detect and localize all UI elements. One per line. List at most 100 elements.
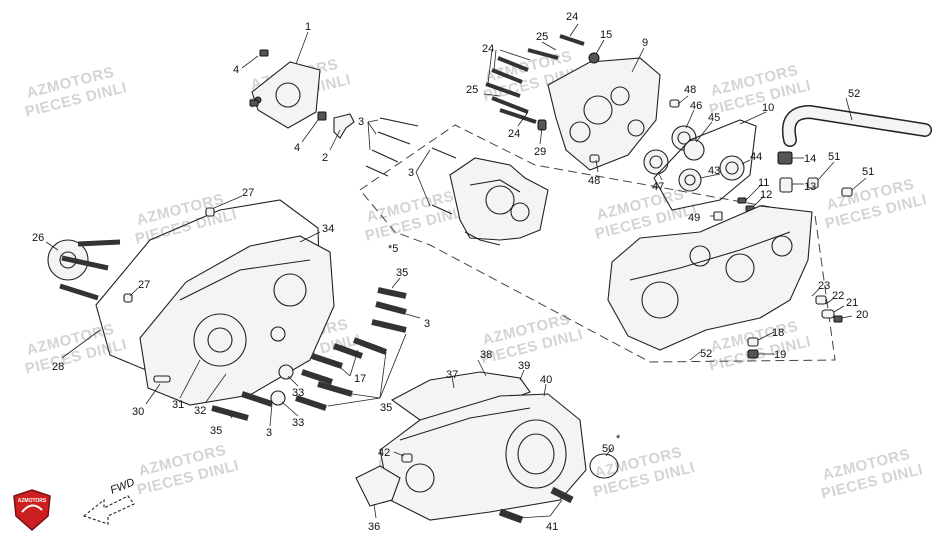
leader-lines [45,23,867,519]
part-41-bolts [498,486,574,524]
part-3-bolt-set [365,117,457,215]
callout-32: 32 [194,405,206,417]
part-50-o-ring [589,453,619,479]
callout-49: 49 [688,212,700,224]
part-14-fitting [777,151,793,165]
callout-33: 33 [292,387,304,399]
part-2-bracket [333,113,355,139]
part-33-bushings [270,326,294,406]
part-30-pin [153,375,171,383]
callout-24: 24 [566,11,578,23]
part-39-40-cvt-cover [379,393,587,521]
part-47-bearing [643,149,669,175]
callout-41: 41 [546,521,558,533]
callout-3: 3 [424,318,430,330]
callout-9: 9 [642,37,648,49]
part-36-air-duct [355,465,401,507]
watermark: AZMOTORS PIECES DINLI [23,321,128,378]
callout-15: 15 [600,29,612,41]
part-44-seal [719,155,745,181]
azmotors-logo: AZMOTORS [13,489,51,531]
part-51-fittings [807,177,853,197]
crankcase-right-half [607,205,813,351]
callout-46: 46 [690,100,702,112]
callout-1: 1 [305,21,311,33]
svg-text:FWD: FWD [109,476,137,497]
callout-33: 33 [292,417,304,429]
callout-14: 14 [804,153,816,165]
callout-25: 25 [466,84,478,96]
part-42-clip [401,453,413,463]
callout-48: 48 [588,175,600,187]
part-49-pin [713,211,723,221]
callout-35: 35 [380,402,392,414]
callout-38: 38 [480,349,492,361]
callout-50-star: * [616,433,621,445]
callout-4: 4 [294,142,300,154]
callout-48: 48 [684,84,696,96]
part-4-screws [249,49,327,121]
callout-25: 25 [536,31,548,43]
callout-42: 42 [378,447,390,459]
callout-3: 3 [358,116,364,128]
callout-3: 3 [266,427,272,439]
watermark: AZMOTORS PIECES DINLI [363,188,468,245]
callout-18: 18 [772,327,784,339]
part-9-crankcase-cover [547,57,661,171]
callout-13: 13 [804,181,816,193]
callout-43: 43 [708,165,720,177]
part-13-plug [779,177,793,193]
part-43-gear [678,168,702,192]
part-26-bolts [59,239,121,301]
part-1-cover-plate [251,61,321,129]
callout-35: 35 [210,425,222,437]
callout-10: 10 [762,102,774,114]
callout-34: 34 [322,223,334,235]
callout-11: 11 [758,177,769,189]
watermark: AZMOTORS PIECES DINLI [819,446,924,503]
part-48-dowels [589,99,680,163]
callout-24: 24 [482,43,494,55]
part-52-breather-hose [782,104,932,147]
watermark: AZMOTORS PIECES DINLI [133,191,238,248]
callout-27: 27 [242,187,254,199]
callout-47: 47 [652,181,664,193]
logo-text: AZMOTORS [18,498,47,504]
callout-31: 31 [172,399,184,411]
callout-51: 51 [828,151,840,163]
part-10-gasket [653,119,757,211]
part-34-left-crankcase-cover [139,235,335,406]
callout-51: 51 [862,166,874,178]
part-35-bolt-set [211,287,407,421]
callout-50: 50 [602,443,614,455]
callout-2: 2 [322,152,328,164]
callout-35: 35 [396,267,408,279]
callout-17: 17 [354,373,366,385]
callout-52: 52 [848,88,860,100]
part-27-dowels [123,207,215,303]
part-24-25-bolt-set [485,34,585,124]
callout-20: 20 [856,309,868,321]
part-5-crankcase-left-half [449,157,549,246]
callout-3: 3 [408,167,414,179]
part-18-19-20-21-22-23-hardware [747,295,843,359]
callout-12: 12 [760,189,772,201]
callout-24: 24 [508,128,520,140]
callout-4: 4 [233,64,239,76]
watermark: AZMOTORS PIECES DINLI [823,176,928,233]
callout-28: 28 [52,361,64,373]
callout-40: 40 [540,374,552,386]
watermark: AZMOTORS PIECES DINLI [23,64,128,121]
callout-44: 44 [750,151,762,163]
callout-39: 39 [518,360,530,372]
callout-30: 30 [132,406,144,418]
callout-52: 52 [700,348,712,360]
callout-5: *5 [388,243,398,255]
fwd-direction-arrow: FWD [82,476,137,525]
crankcase-assembly-outline [359,124,836,363]
shield-icon [13,489,51,531]
callout-36: 36 [368,521,380,533]
callout-45: 45 [708,112,720,124]
callout-numbers: 1 2 3 3 3 3 4 4 *5 9 10 11 12 13 14 15 1… [32,11,874,533]
